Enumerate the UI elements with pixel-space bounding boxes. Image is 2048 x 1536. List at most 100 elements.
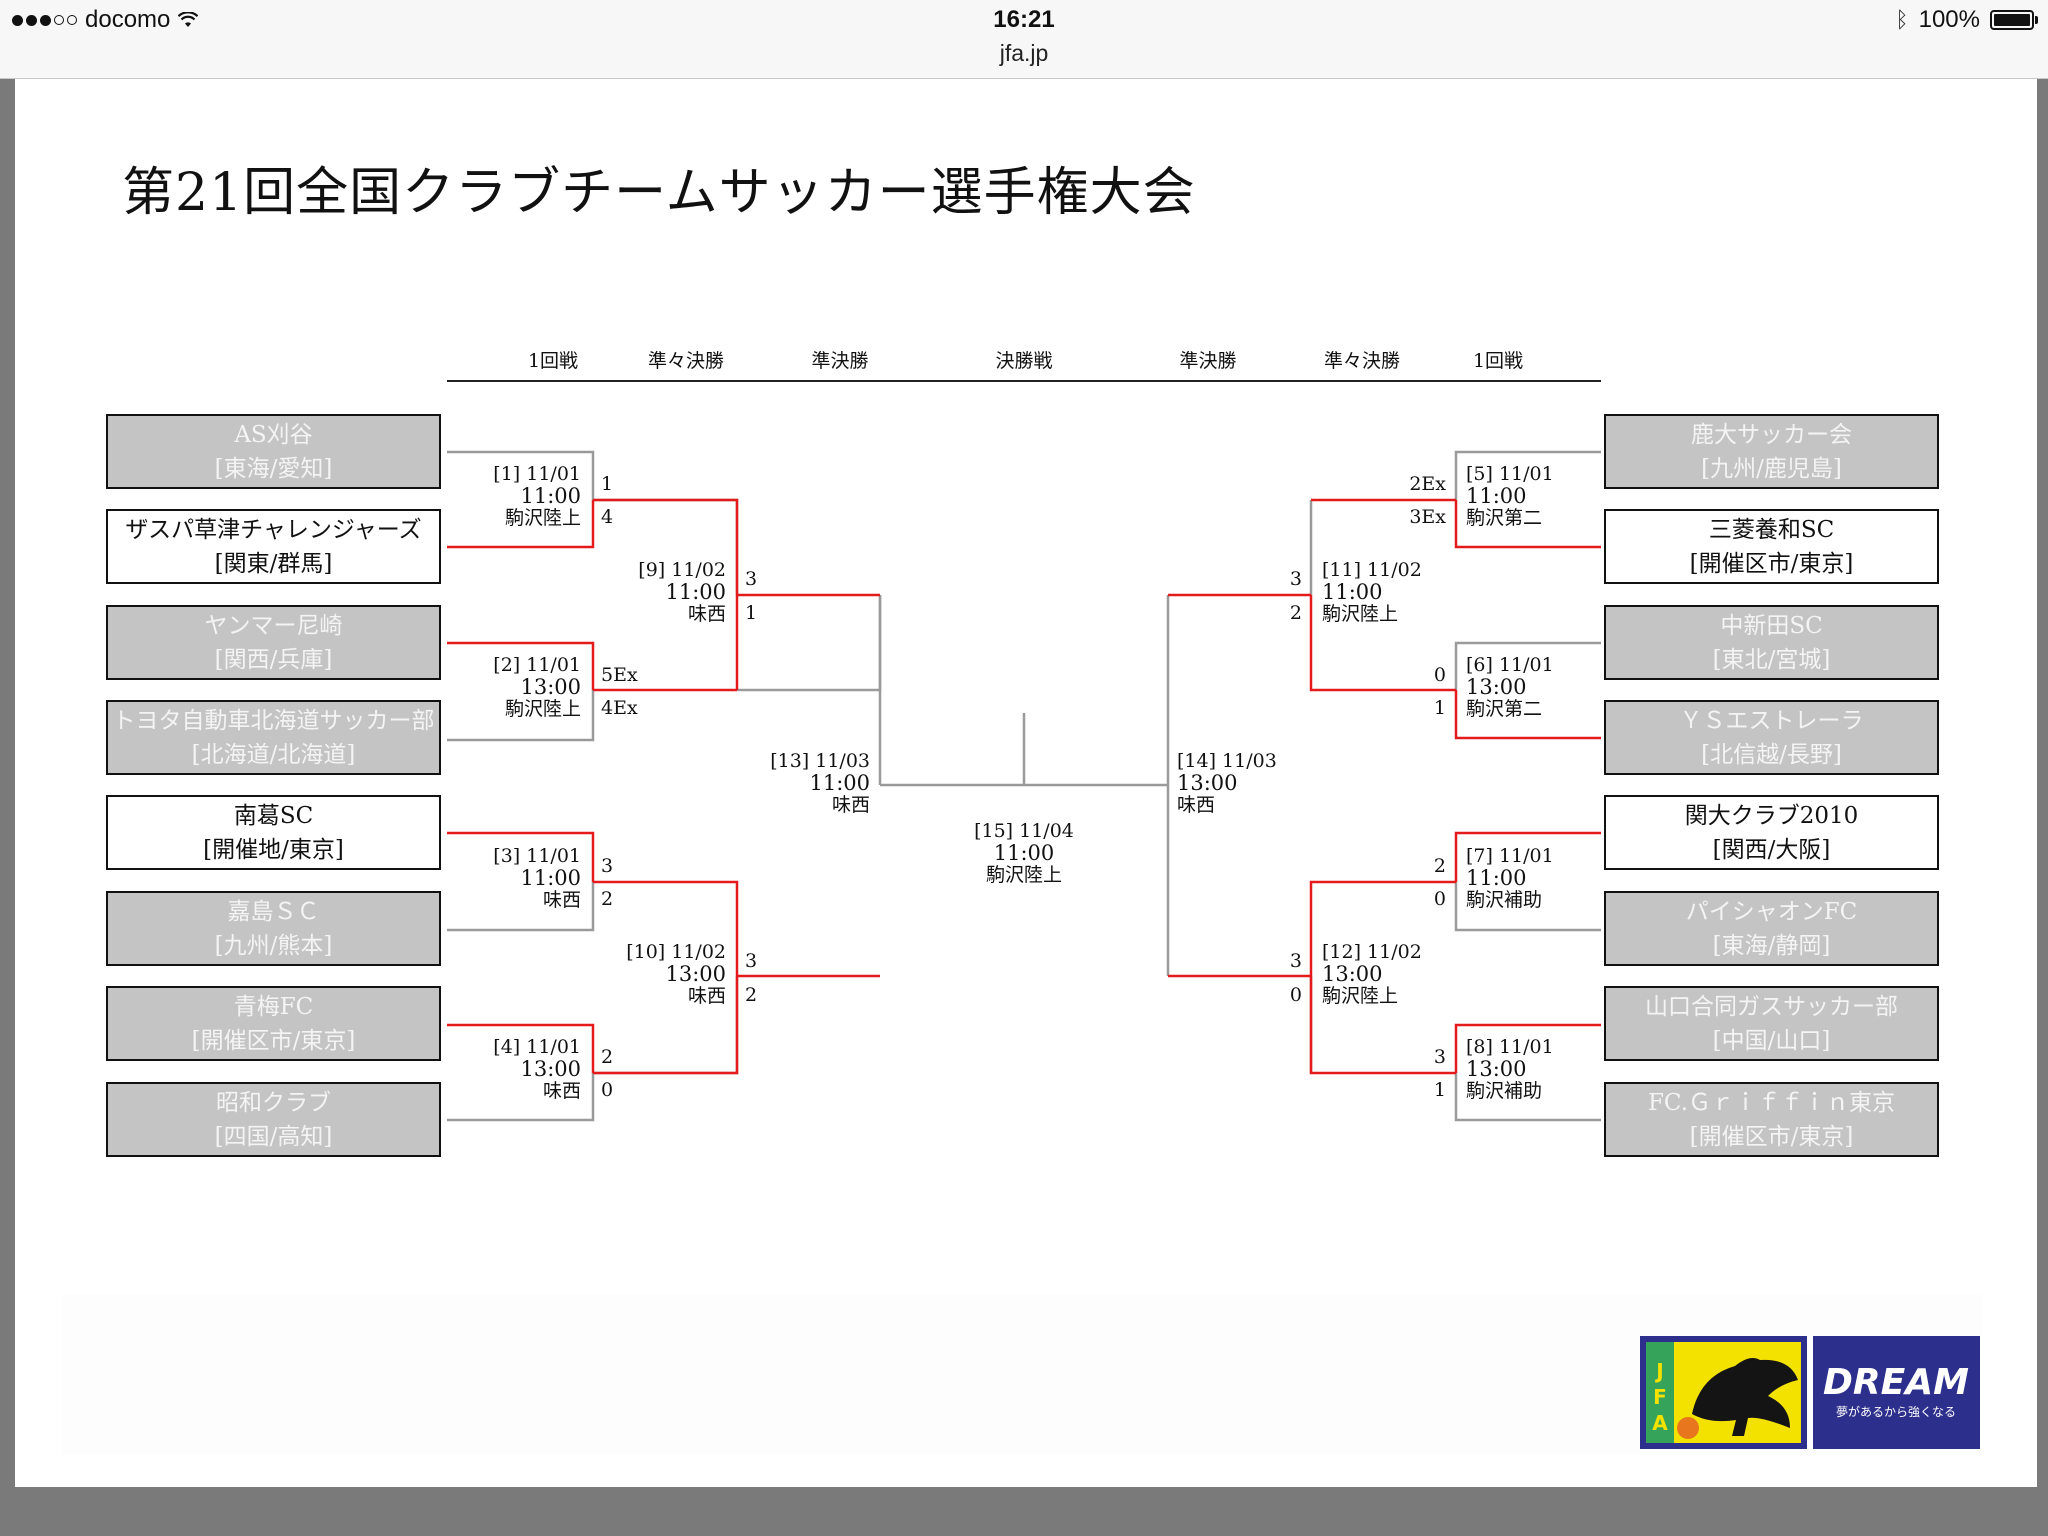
team-box-right-4[interactable]: ＹＳエストレーラ[北信越/長野] (1604, 700, 1939, 775)
battery-icon (1990, 10, 2038, 30)
match-time: 11:00 (1466, 484, 1527, 508)
team-region: [東海/愛知] (214, 455, 333, 482)
match-11-score-bottom: 2 (1289, 602, 1302, 624)
team-box-left-8[interactable]: 昭和クラブ[四国/高知] (106, 1082, 441, 1157)
match-code: [9] 11/02 (638, 559, 726, 581)
team-name: FC.Ｇｒｉｆｆｉｎ東京 (1647, 1089, 1896, 1116)
round-label-left-sf: 準決勝 (811, 350, 869, 372)
match-time: 11:00 (665, 580, 726, 604)
battery-percent: 100% (1918, 6, 1980, 33)
match-venue: 味西 (687, 985, 726, 1007)
team-box-left-3[interactable]: ヤンマー尼崎[関西/兵庫] (106, 605, 441, 680)
team-box-left-5[interactable]: 南葛SC[開催地/東京] (106, 795, 441, 870)
match-venue: 味西 (831, 794, 870, 816)
team-name: 山口合同ガスサッカー部 (1645, 993, 1898, 1020)
status-bar: docomo 16:21 jfa.jp ᛒ 100% (0, 0, 2048, 79)
team-name: 南葛SC (233, 802, 314, 829)
match-7-score-bottom: 0 (1433, 888, 1446, 910)
team-region: [関東/群馬] (214, 550, 333, 577)
match-code: [10] 11/02 (626, 941, 726, 963)
match-code: [8] 11/01 (1466, 1036, 1554, 1058)
match-time: 13:00 (1466, 1057, 1527, 1081)
round-label-right-qf: 準々決勝 (1323, 350, 1401, 372)
match-1-score-top: 1 (601, 473, 614, 495)
match-venue: 駒沢陸上 (985, 864, 1062, 886)
round-label-left-r1: 1回戦 (527, 350, 579, 372)
dream-text: DREAM (1823, 1362, 1969, 1403)
match-code: [5] 11/01 (1466, 463, 1554, 485)
team-box-left-1[interactable]: AS刈谷[東海/愛知] (106, 414, 441, 489)
round-label-right-sf: 準決勝 (1179, 350, 1237, 372)
jfa-logo[interactable]: J F A DREAM 夢があるから強くなる (1640, 1336, 1980, 1449)
match-code: [3] 11/01 (493, 845, 581, 867)
match-time: 13:00 (520, 675, 581, 699)
match-6-score-bottom: 1 (1433, 697, 1446, 719)
match-time: 13:00 (665, 962, 726, 986)
team-region: [九州/鹿児島] (1701, 455, 1842, 482)
team-box-right-2[interactable]: 三菱養和SC[開催区市/東京] (1604, 509, 1939, 584)
team-box-left-7[interactable]: 青梅FC[開催区市/東京] (106, 986, 441, 1061)
address-bar[interactable]: jfa.jp (999, 40, 1049, 66)
team-region: [九州/熊本] (214, 932, 333, 959)
header-rule (447, 380, 1601, 382)
page-content (15, 79, 2037, 1487)
emblem-letter-j: J (1654, 1359, 1663, 1383)
team-box-left-4[interactable]: トヨタ自動車北海道サッカー部[北海道/北海道] (106, 700, 441, 775)
match-venue: 味西 (687, 603, 726, 625)
team-name: 三菱養和SC (1708, 516, 1835, 543)
match-code: [4] 11/01 (493, 1036, 581, 1058)
team-region: [開催区市/東京] (191, 1027, 356, 1054)
team-box-right-3[interactable]: 中新田SC [東北/宮城] (1604, 605, 1939, 680)
match-venue: 駒沢第二 (1466, 507, 1543, 529)
team-box-left-2[interactable]: ザスパ草津チャレンジャーズ [関東/群馬] (106, 509, 441, 584)
team-name: ＹＳエストレーラ (1679, 707, 1864, 734)
match-time: 13:00 (520, 1057, 581, 1081)
team-name: ザスパ草津チャレンジャーズ (125, 516, 422, 543)
match-11-score-top: 3 (1289, 568, 1302, 590)
match-time: 11:00 (809, 771, 870, 795)
team-region: [関西/大阪] (1712, 836, 1831, 863)
match-12-score-bottom: 0 (1289, 984, 1302, 1006)
team-box-left-6[interactable]: 嘉島ＳＣ[九州/熊本] (106, 891, 441, 966)
match-code: [15] 11/04 (974, 820, 1074, 842)
match-10-score-top: 3 (745, 950, 758, 972)
match-venue: 駒沢陸上 (504, 698, 581, 720)
clock: 16:21 (993, 6, 1055, 33)
team-name: 鹿大サッカー会 (1691, 421, 1852, 448)
page-title: 第21回全国クラブチームサッカー選手権大会 (122, 163, 1196, 223)
team-name: 中新田SC (1720, 612, 1823, 639)
match-5-score-bottom: 3Ex (1409, 506, 1446, 528)
team-box-right-6[interactable]: パイシャオンFC[東海/静岡] (1604, 891, 1939, 966)
round-label-final: 決勝戦 (995, 350, 1053, 372)
match-time: 13:00 (1322, 962, 1383, 986)
match-code: [6] 11/01 (1466, 654, 1554, 676)
team-box-right-8[interactable]: FC.Ｇｒｉｆｆｉｎ東京[開催区市/東京] (1604, 1082, 1939, 1157)
match-code: [14] 11/03 (1177, 750, 1277, 772)
match-time: 13:00 (1466, 675, 1527, 699)
crow-icon (1692, 1358, 1798, 1436)
carrier-label: docomo (85, 6, 171, 33)
wifi-icon (178, 12, 199, 27)
match-venue: 味西 (542, 1080, 581, 1102)
match-time: 11:00 (1466, 866, 1527, 890)
team-box-right-5[interactable]: 関大クラブ2010[関西/大阪] (1604, 795, 1939, 870)
team-name: 昭和クラブ (216, 1089, 331, 1116)
team-region: [東北/宮城] (1712, 646, 1831, 673)
match-code: [1] 11/01 (493, 463, 581, 485)
match-code: [12] 11/02 (1322, 941, 1422, 963)
match-venue: 駒沢補助 (1466, 889, 1543, 911)
match-venue: 駒沢第二 (1466, 698, 1543, 720)
match-8-score-bottom: 1 (1433, 1079, 1446, 1101)
match-9-score-bottom: 1 (745, 602, 758, 624)
team-name: ヤンマー尼崎 (204, 612, 343, 639)
team-box-right-7[interactable]: 山口合同ガスサッカー部[中国/山口] (1604, 986, 1939, 1061)
team-box-right-1[interactable]: 鹿大サッカー会 [九州/鹿児島] (1604, 414, 1939, 489)
